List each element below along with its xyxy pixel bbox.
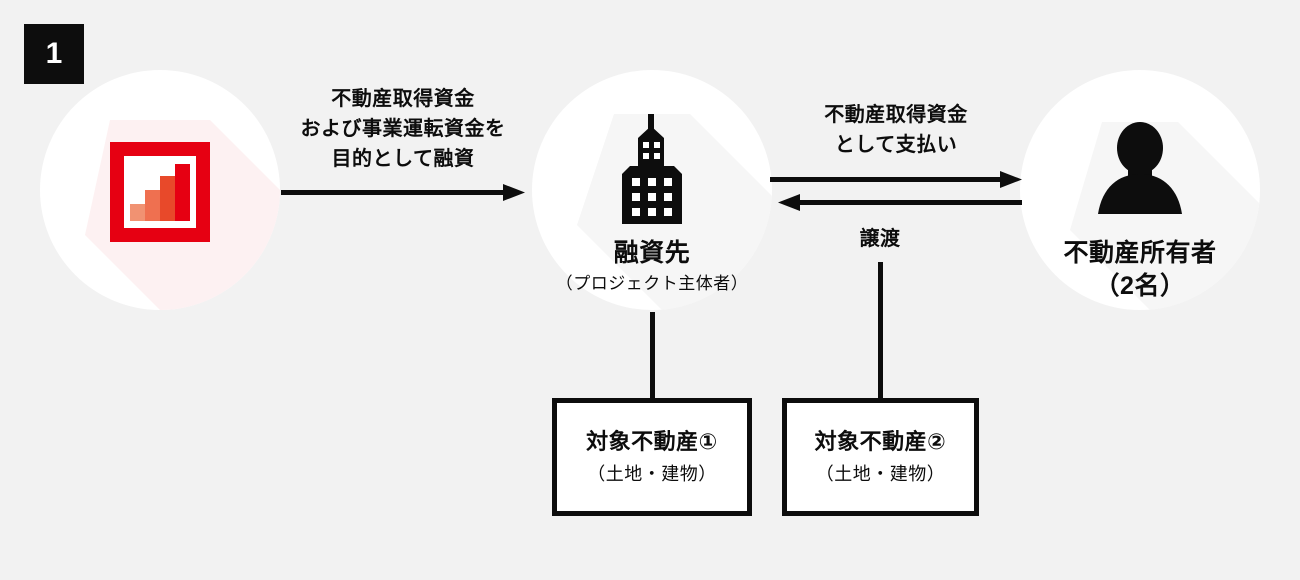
arrow-loan — [281, 184, 525, 201]
arrow-loan-label: 不動産取得資金 および事業運転資金を 目的として融資 — [281, 84, 525, 174]
node-borrower-subtitle: （プロジェクト主体者） — [555, 274, 749, 294]
arrow-payment-label: 不動産取得資金 として支払い — [760, 100, 1032, 160]
node-owner-title: 不動産所有者 — [1063, 239, 1217, 267]
connector-borrower-to-property-1 — [650, 312, 655, 402]
property-box-2: 対象不動産② （土地・建物） — [782, 398, 979, 516]
connector-transfer-to-property-2 — [878, 262, 883, 402]
property-box-1-title: 対象不動産① — [586, 429, 718, 454]
property-box-2-subtitle: （土地・建物） — [815, 463, 946, 484]
person-silhouette-icon — [1098, 122, 1182, 214]
property-box-2-title: 対象不動産② — [814, 429, 947, 454]
arrow-loan-label-line-2: および事業運転資金を — [300, 118, 506, 140]
bar-chart-bar-3 — [160, 176, 175, 221]
bar-chart-icon-inner — [124, 156, 196, 228]
property-box-1: 対象不動産① （土地・建物） — [552, 398, 752, 516]
arrow-transfer — [778, 194, 1022, 211]
arrow-transfer-label: 譲渡 — [770, 224, 990, 254]
arrow-payment-label-line-1: 不動産取得資金 — [824, 104, 968, 126]
bar-chart-bar-1 — [130, 204, 145, 221]
arrow-payment — [770, 171, 1022, 188]
arrow-payment-label-line-2: として支払い — [834, 134, 958, 156]
arrow-loan-label-line-3: 目的として融資 — [331, 148, 475, 170]
step-number-badge: 1 — [24, 24, 84, 84]
node-borrower-title: 融資先 — [613, 239, 691, 267]
property-box-1-subtitle: （土地・建物） — [587, 463, 717, 484]
step-number-label: 1 — [45, 37, 63, 70]
node-owner-subtitle: （2名） — [1094, 272, 1186, 301]
arrow-transfer-label-line-1: 譲渡 — [859, 228, 901, 250]
node-borrower-caption: 融資先 （プロジェクト主体者） — [492, 238, 812, 295]
bar-chart-icon — [110, 142, 210, 242]
node-lender-icon-wrap — [40, 70, 280, 310]
bar-chart-bar-2 — [145, 190, 160, 221]
arrow-loan-label-line-1: 不動産取得資金 — [331, 88, 475, 110]
node-lender — [40, 70, 280, 310]
bar-chart-bar-4 — [175, 164, 190, 221]
office-building-icon — [622, 114, 682, 224]
node-owner-caption: 不動産所有者 （2名） — [980, 238, 1300, 303]
